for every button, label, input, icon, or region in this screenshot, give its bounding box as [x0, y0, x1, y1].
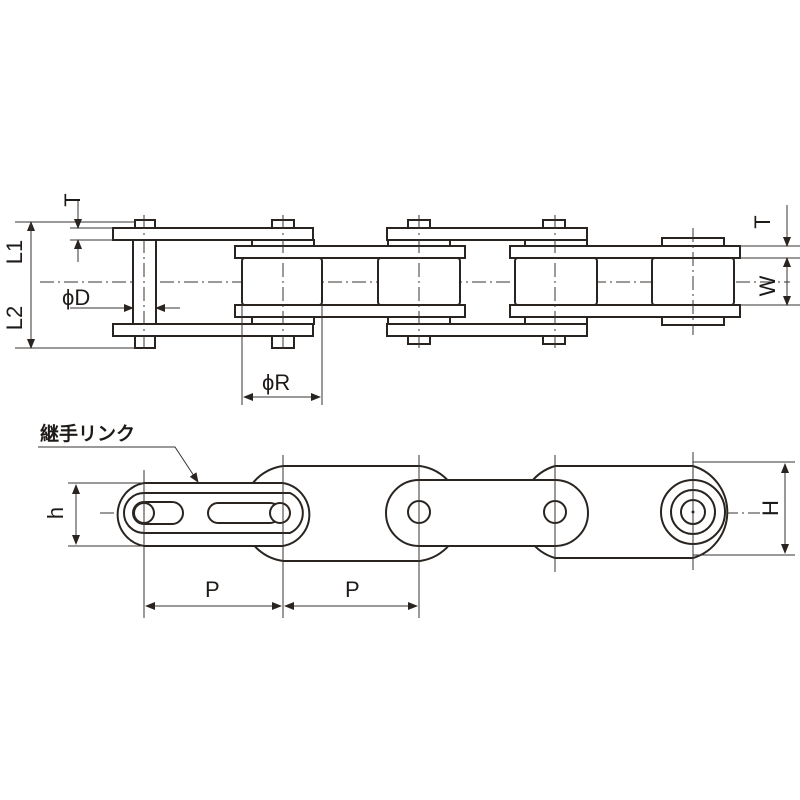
dim-label-L1: L1 — [2, 240, 27, 264]
dim-label-H: H — [758, 500, 783, 516]
top-view: T L1 L2 ϕD ϕR T W — [2, 193, 800, 405]
dim-label-T-left: T — [60, 193, 85, 206]
dim-label-P2: P — [345, 577, 360, 602]
dim-label-P1: P — [205, 577, 220, 602]
dim-label-W: W — [755, 275, 780, 296]
dim-label-L2: L2 — [2, 306, 27, 330]
side-view: 継手リンク h H P P — [38, 422, 795, 618]
dim-label-phiR: ϕR — [262, 370, 290, 395]
dim-label-phiD: ϕD — [62, 285, 90, 310]
callout-joint-link: 継手リンク — [40, 422, 135, 445]
dim-label-T-right: T — [750, 215, 775, 228]
dim-label-h: h — [43, 507, 68, 519]
